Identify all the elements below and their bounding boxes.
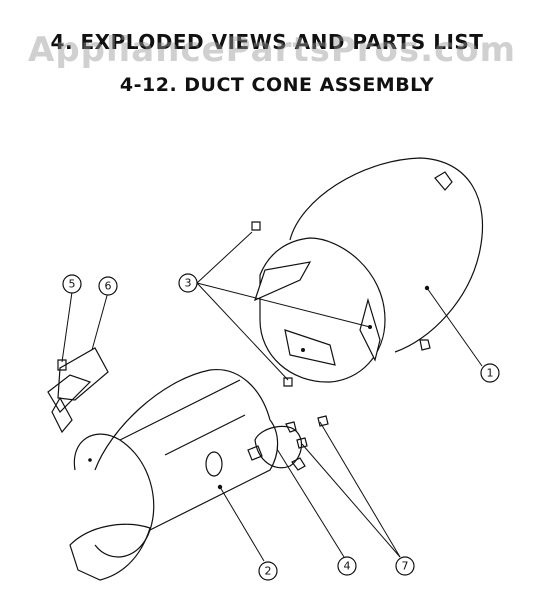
callout-3: 3 (178, 273, 198, 293)
svg-text:7: 7 (402, 560, 409, 573)
callout-7: 7 (395, 556, 415, 576)
svg-text:1: 1 (487, 367, 494, 380)
duct-cylinder-part (254, 157, 484, 383)
callout-4: 4 (337, 556, 357, 576)
callout-2: 2 (258, 561, 278, 581)
screw-part (251, 221, 431, 387)
bracket-part (47, 347, 109, 434)
svg-text:5: 5 (69, 278, 76, 291)
svg-text:6: 6 (105, 280, 112, 293)
duct-cone-part (69, 369, 279, 581)
watermark: AppliancePartsPros.com (28, 30, 517, 70)
callout-6: 6 (98, 276, 118, 296)
svg-text:3: 3 (185, 277, 192, 290)
callout-1: 1 (480, 363, 500, 383)
leader-lines (61, 231, 483, 562)
svg-text:4: 4 (344, 560, 351, 573)
section-heading: 4. EXPLODED VIEWS AND PARTS LIST (50, 30, 484, 54)
clamp-ring-part (247, 421, 306, 471)
small-screw-part (296, 415, 329, 449)
svg-text:2: 2 (265, 565, 272, 578)
callout-5: 5 (62, 274, 82, 294)
assembly-title: 4-12. DUCT CONE ASSEMBLY (119, 74, 435, 96)
